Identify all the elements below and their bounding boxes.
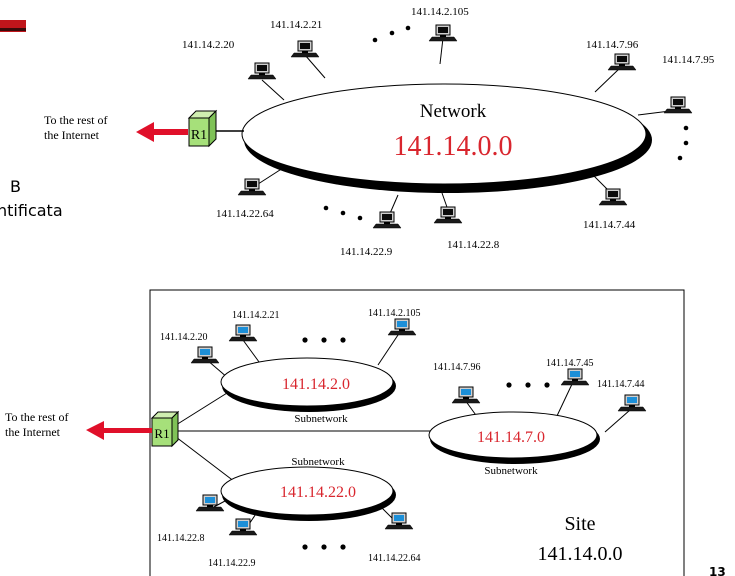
header-bar (0, 20, 26, 32)
host-label: 141.14.22.8 (447, 239, 500, 251)
router-label-top: R1 (191, 128, 207, 143)
network-label: Network (420, 101, 487, 122)
host-label: 141.14.2.20 (182, 39, 235, 51)
ellipsis-dots (323, 25, 689, 221)
side-text-line1: B (10, 177, 21, 196)
router-label-bottom: R1 (154, 426, 169, 441)
host-label: 141.14.7.44 (583, 219, 636, 231)
internet-label-bottom-1: To the rest of (5, 410, 68, 424)
host-label: 141.14.7.95 (662, 54, 715, 66)
host-label: 141.14.22.8 (157, 533, 205, 544)
host-label: 141.14.22.64 (368, 553, 421, 564)
network-ellipse (241, 83, 647, 185)
subnet-ellipse-b (428, 411, 598, 459)
internet-arrow-bottom (86, 421, 152, 440)
host-label: 141.14.7.96 (586, 39, 639, 51)
internet-arrow-top (136, 122, 188, 142)
host-label: 141.14.7.96 (433, 362, 481, 373)
subnet-address-b: 141.14.7.0 (477, 429, 545, 446)
top-network-diagram: R1 To the rest of the Internet Network 1… (44, 6, 715, 258)
network-address: 141.14.0.0 (394, 131, 513, 162)
host-label: 141.14.7.44 (597, 379, 645, 390)
subnet-address-c: 141.14.22.0 (280, 484, 356, 501)
internet-label-top-1: To the rest of (44, 113, 107, 127)
host-label: 141.14.7.45 (546, 358, 594, 369)
site-address: 141.14.0.0 (538, 543, 623, 565)
subnet-caption-a: Subnetwork (294, 413, 348, 425)
subnet-ellipse-a (220, 357, 394, 407)
side-text-line2: ntificata (0, 201, 63, 220)
computer-icon (372, 211, 402, 229)
computer-icon (433, 206, 463, 224)
subnet-caption-b: Subnetwork (484, 465, 538, 477)
host-label: 141.14.2.20 (160, 332, 208, 343)
subnet-address-a: 141.14.2.0 (282, 376, 350, 393)
internet-label-bottom-2: the Internet (5, 425, 61, 439)
computer-icon (428, 24, 458, 42)
internet-label-top-2: the Internet (44, 128, 100, 142)
host-label: 141.14.2.105 (368, 308, 421, 319)
router-r1-top: R1 (187, 109, 218, 148)
subnet-caption-c: Subnetwork (291, 456, 345, 468)
host-label: 141.14.2.105 (411, 6, 469, 18)
page-number: 13 (709, 565, 726, 576)
computer-icon (663, 96, 693, 114)
computer-icon (607, 53, 637, 71)
host-label: 141.14.22.9 (208, 558, 256, 569)
host-label: 141.14.22.64 (216, 208, 274, 220)
host-label: 141.14.2.21 (232, 310, 280, 321)
site-box (149, 289, 685, 576)
host-label: 141.14.22.9 (340, 246, 393, 258)
bottom-subnet-diagram: 141.14.2.0 Subnetwork 141.14.7.0 Subnetw… (5, 289, 685, 576)
router-r1-bottom: R1 (150, 410, 180, 448)
top-host-links (254, 37, 679, 219)
subnet-ellipse-c (220, 466, 394, 516)
host-label: 141.14.2.21 (270, 19, 322, 31)
computer-icon (598, 188, 628, 206)
site-label: Site (564, 513, 595, 535)
computer-icon (290, 40, 320, 58)
computer-icon (247, 62, 277, 80)
ellipsis-dots (302, 337, 550, 550)
